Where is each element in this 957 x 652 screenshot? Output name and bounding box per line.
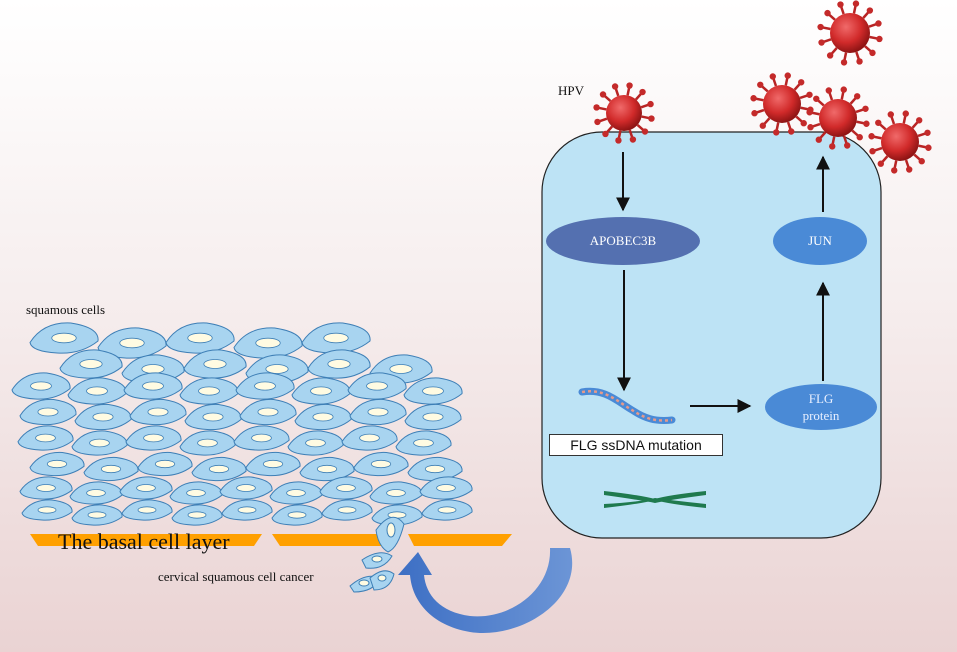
cell-nucleus — [87, 511, 107, 519]
cell-nucleus — [237, 506, 257, 514]
cell-nucleus — [422, 386, 444, 396]
virus-group — [593, 0, 932, 174]
cell-nucleus — [187, 332, 213, 344]
cell-nucleus — [197, 438, 218, 448]
virus-icon — [868, 110, 932, 174]
cell-nucleus — [437, 506, 457, 514]
cell-nucleus — [413, 438, 434, 448]
flg-protein-label: FLG protein — [765, 390, 877, 424]
cancer-label: cervical squamous cell cancer — [158, 569, 314, 584]
cell-nucleus — [86, 386, 108, 396]
cell-nucleus — [92, 412, 114, 422]
cell-nucleus — [186, 489, 206, 497]
cell-nucleus — [287, 511, 307, 519]
cell-nucleus — [79, 359, 103, 369]
cell-nucleus — [137, 506, 157, 514]
cell-nucleus — [35, 433, 56, 443]
cell-nucleus — [286, 489, 306, 497]
mutation-label: FLG ssDNA mutation — [549, 434, 723, 456]
cell-nucleus — [208, 464, 230, 474]
cell-nucleus — [327, 359, 351, 369]
basal-cell-layer — [30, 534, 512, 546]
cell-nucleus — [422, 412, 444, 422]
jun-node — [773, 217, 867, 265]
cell-nucleus — [305, 438, 326, 448]
cell-nucleus — [198, 386, 220, 396]
host-cell — [541, 131, 882, 539]
virus-icon — [593, 82, 655, 144]
cell-nucleus — [312, 412, 334, 422]
cell-nucleus — [389, 364, 413, 374]
cell-nucleus — [424, 464, 446, 474]
cell-nucleus — [336, 484, 356, 492]
squamous-tissue — [11, 322, 473, 526]
cell-nucleus — [337, 506, 357, 514]
chromosome-icon — [604, 491, 706, 508]
cell-nucleus — [142, 381, 164, 391]
cell-nucleus — [370, 459, 392, 469]
cell-nucleus — [147, 407, 169, 417]
cell-nucleus — [316, 464, 338, 474]
cell-nucleus — [37, 506, 57, 514]
cell-nucleus — [251, 433, 272, 443]
cell-nucleus — [154, 459, 176, 469]
apobec3b-label: APOBEC3B — [589, 233, 657, 248]
cell-nucleus — [143, 433, 164, 443]
cell-nucleus — [359, 433, 380, 443]
flg-line1: FLG — [808, 391, 834, 406]
cell-nucleus — [37, 407, 59, 417]
cell-nucleus — [187, 511, 207, 519]
virus-icon — [817, 0, 883, 66]
cell-nucleus — [310, 386, 332, 396]
cancer-cells — [349, 516, 405, 593]
apobec3b-node — [546, 217, 700, 265]
cell-nucleus — [136, 484, 156, 492]
cell-nucleus — [30, 381, 52, 391]
cell-nucleus — [323, 332, 349, 344]
flg-line2: protein — [802, 408, 840, 423]
cell-nucleus — [51, 332, 77, 344]
cell-nucleus — [262, 459, 284, 469]
cell-nucleus — [202, 412, 224, 422]
jun-label: JUN — [808, 233, 832, 248]
pathway-arrows — [616, 152, 830, 413]
curved-arrow — [398, 548, 573, 634]
hpv-label: HPV — [558, 83, 585, 98]
squamous-cells-label: squamous cells — [26, 302, 106, 317]
cell-nucleus — [436, 484, 456, 492]
cell-nucleus — [367, 407, 389, 417]
virus-icon — [750, 72, 814, 136]
cell-nucleus — [89, 438, 110, 448]
cell-nucleus — [203, 359, 227, 369]
cell-nucleus — [236, 484, 256, 492]
flg-protein-node — [765, 384, 877, 430]
cell-nucleus — [255, 337, 281, 349]
cell-nucleus — [257, 407, 279, 417]
cell-nucleus — [141, 364, 165, 374]
dna-strand-icon — [578, 387, 676, 424]
cell-nucleus — [254, 381, 276, 391]
cell-nucleus — [265, 364, 289, 374]
cell-nucleus — [36, 484, 56, 492]
cell-nucleus — [386, 489, 406, 497]
cell-nucleus — [100, 464, 122, 474]
virus-icon — [806, 86, 870, 150]
basal-layer-label: The basal cell layer — [58, 529, 230, 554]
cell-nucleus — [46, 459, 68, 469]
cell-nucleus — [366, 381, 388, 391]
cell-nucleus — [119, 337, 145, 349]
cell-nucleus — [86, 489, 106, 497]
